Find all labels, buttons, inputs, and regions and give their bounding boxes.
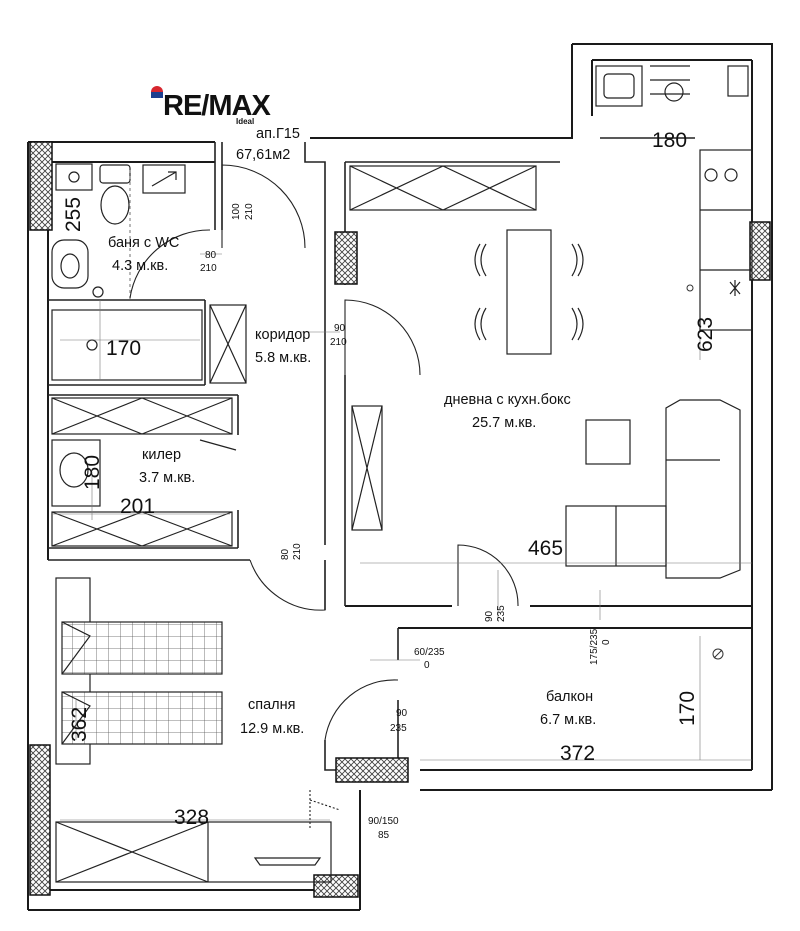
structural-columns [29,141,771,898]
bedroom-area: 12.9 м.кв. [240,721,304,737]
door-label-window-a: 90/150 [368,816,399,827]
corridor-wardrobe [209,304,247,384]
dim-kitchen-top: 180 [652,129,687,152]
bath-area: 4.3 м.кв. [112,258,168,274]
apartment-name: ап.Г15 [256,126,300,142]
dim-balcony-width: 372 [560,742,595,765]
door-label-balcony-living-w: 90 [484,610,495,622]
svg-text:Ideal: Ideal [236,117,254,126]
pantry-area: 3.7 м.кв. [139,470,195,486]
dim-balcony-height: 170 [676,691,699,726]
apartment-area: 67,61м2 [236,147,290,163]
door-label-balcony-living-h: 235 [496,605,507,622]
pantry-name: килер [142,447,181,463]
dim-pantry-height: 180 [81,455,104,490]
pantry-shelves [51,397,237,547]
door-label-balcony-side-a: 60/235 [414,647,445,658]
door-label-bath-entry-h: 210 [244,203,255,220]
door-label-corridor-w: 90 [334,323,346,334]
bathroom-fixtures [51,163,203,381]
door-labels: 100 210 80 210 90 210 80 210 90 235 60/2… [200,203,612,841]
kitchen [595,65,753,331]
dim-living-width: 465 [528,537,563,560]
corridor-area: 5.8 м.кв. [255,350,311,366]
remax-logo: RE/MAX Ideal [151,86,272,126]
interior-walls [48,137,695,771]
door-label-bedroom-w: 80 [280,548,291,560]
dim-bath-height: 255 [62,197,85,232]
bedroom-furniture [55,577,332,883]
door-label-bath-entry-w: 100 [231,203,242,220]
door-label-window-b: 85 [378,830,390,841]
dim-bedroom-width: 328 [174,806,209,829]
door-label-bath-w: 80 [205,250,217,261]
door-swings [129,164,519,830]
dim-living-height: 623 [694,317,717,352]
dim-pantry-width: 201 [120,495,155,518]
living-name: дневна с кухн.бокс [444,392,571,408]
living-area: 25.7 м.кв. [472,415,536,431]
corridor-name: коридор [255,327,310,343]
balcony-area: 6.7 м.кв. [540,712,596,728]
living-furniture [349,165,741,579]
floor-drains [686,284,724,660]
door-label-bedroom-balcony-w: 90 [396,708,408,719]
exterior-walls [27,43,773,911]
dimension-lines [52,253,752,821]
balcony-name: балкон [546,689,593,705]
door-label-balcony-right-a: 175/235 [589,628,600,665]
door-label-balcony-right-b: 0 [601,639,612,645]
svg-text:RE/MAX: RE/MAX [163,90,271,122]
dim-bedroom-height: 362 [68,707,91,742]
door-label-bedroom-h: 210 [292,543,303,560]
dim-bath-lower: 170 [106,337,141,360]
door-label-bedroom-balcony-h: 235 [390,723,407,734]
bath-name: баня с WC [108,235,179,251]
door-label-balcony-side-b: 0 [424,660,430,671]
door-label-bath-h: 210 [200,263,217,274]
door-label-corridor-h: 210 [330,337,347,348]
bedroom-name: спалня [248,697,296,713]
